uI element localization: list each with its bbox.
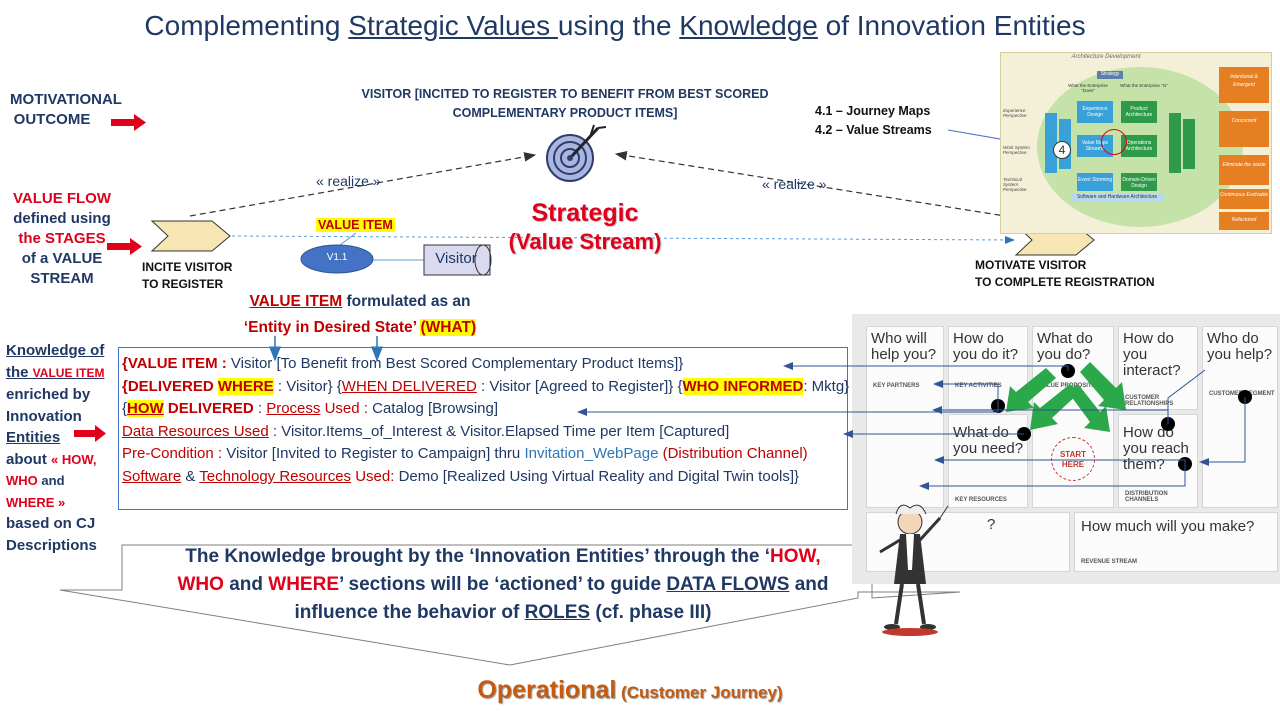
v11-ellipse [300,244,374,274]
value-item-line: {VALUE ITEM : Visitor [To Benefit from B… [122,355,684,372]
canvas-cell-resources: What do you need? KEY RESOURCES [948,414,1028,508]
delivered-where-line: {DELIVERED WHERE : Visitor} {WHEN DELIVE… [122,377,850,395]
visitor-box [423,244,491,276]
title-part: using the [557,10,680,41]
motivate-stage-label: MOTIVATE VISITOR TO COMPLETE REGISTRATIO… [975,258,1155,289]
architecture-development-image: Architecture Development Experience Pers… [1000,52,1272,234]
visitor-goal-text: VISITOR [INCITED TO REGISTER TO BENEFIT … [361,87,769,120]
page-title: Complementing Strategic Values using the… [0,10,1230,42]
how-delivered-line: {HOW DELIVERED : Process Used : Catalog … [122,400,499,417]
operational-label: Operational (Customer Journey) [477,676,783,704]
knowledge-red-arrow [74,425,106,442]
target-icon [546,124,607,182]
realize-right-label: « realize » [762,176,827,192]
canvas-cell-relationships: How do you interact? CUSTOMER RELATIONSH… [1118,326,1198,410]
value-flow-label: VALUE FLOW defined using the STAGES of a… [12,190,112,287]
software-tech-line: Software & Technology Resources Used: De… [122,467,800,485]
motivational-outcome-label: MOTIVATIONAL OUTCOME [10,91,122,128]
incite-stage-label: INCITE VISITOR TO REGISTER [142,260,233,291]
strategic-label: Strategic (Value Stream) [508,199,662,254]
knowledge-label: Knowledge of the VALUE ITEM enriched by … [6,342,105,554]
title-part: Complementing [144,10,349,41]
visitor-box-label: Visitor [435,250,477,267]
v11-label: V1.1 [326,252,348,263]
title-part: of Innovation Entities [817,10,1086,41]
pre-condition-line: Pre-Condition : Visitor [Invited to Regi… [122,445,808,462]
value-item-tag: VALUE ITEM [316,218,395,232]
canvas-cell-revenue: How much will you make? REVENUE STREAM [1074,512,1278,572]
data-resources-line: Data Resources Used : Visitor.Items_of_I… [122,422,730,440]
motivational-red-arrow [111,114,146,131]
conductor-icon [879,504,949,636]
knowledge-bubble-text: The Knowledge brought by the ‘Innovation… [177,546,829,623]
title-strategic-values: Strategic Values [348,10,558,41]
value-flow-red-arrow [107,238,142,255]
realize-left-label: « realize » [316,173,381,189]
canvas-cell-partners: Who will help you? KEY PARTNERS [866,326,944,508]
journey-maps-label: 4.1 – Journey Maps 4.2 – Value Streams [815,104,932,137]
incite-stage-chevron [150,220,231,252]
journey-marker-4: 4 [1053,141,1071,159]
value-item-definition-box: {VALUE ITEM : Visitor [To Benefit from B… [118,347,850,510]
canvas-cell-segments: Who do you help? CUSTOMER SEGMENT [1202,326,1278,508]
business-model-canvas: Who will help you? KEY PARTNERS How do y… [852,314,1280,584]
title-knowledge: Knowledge [679,10,818,41]
formulated-text: VALUE ITEM formulated as an ‘Entity in D… [243,293,477,336]
knowledge-bubble [59,544,961,666]
